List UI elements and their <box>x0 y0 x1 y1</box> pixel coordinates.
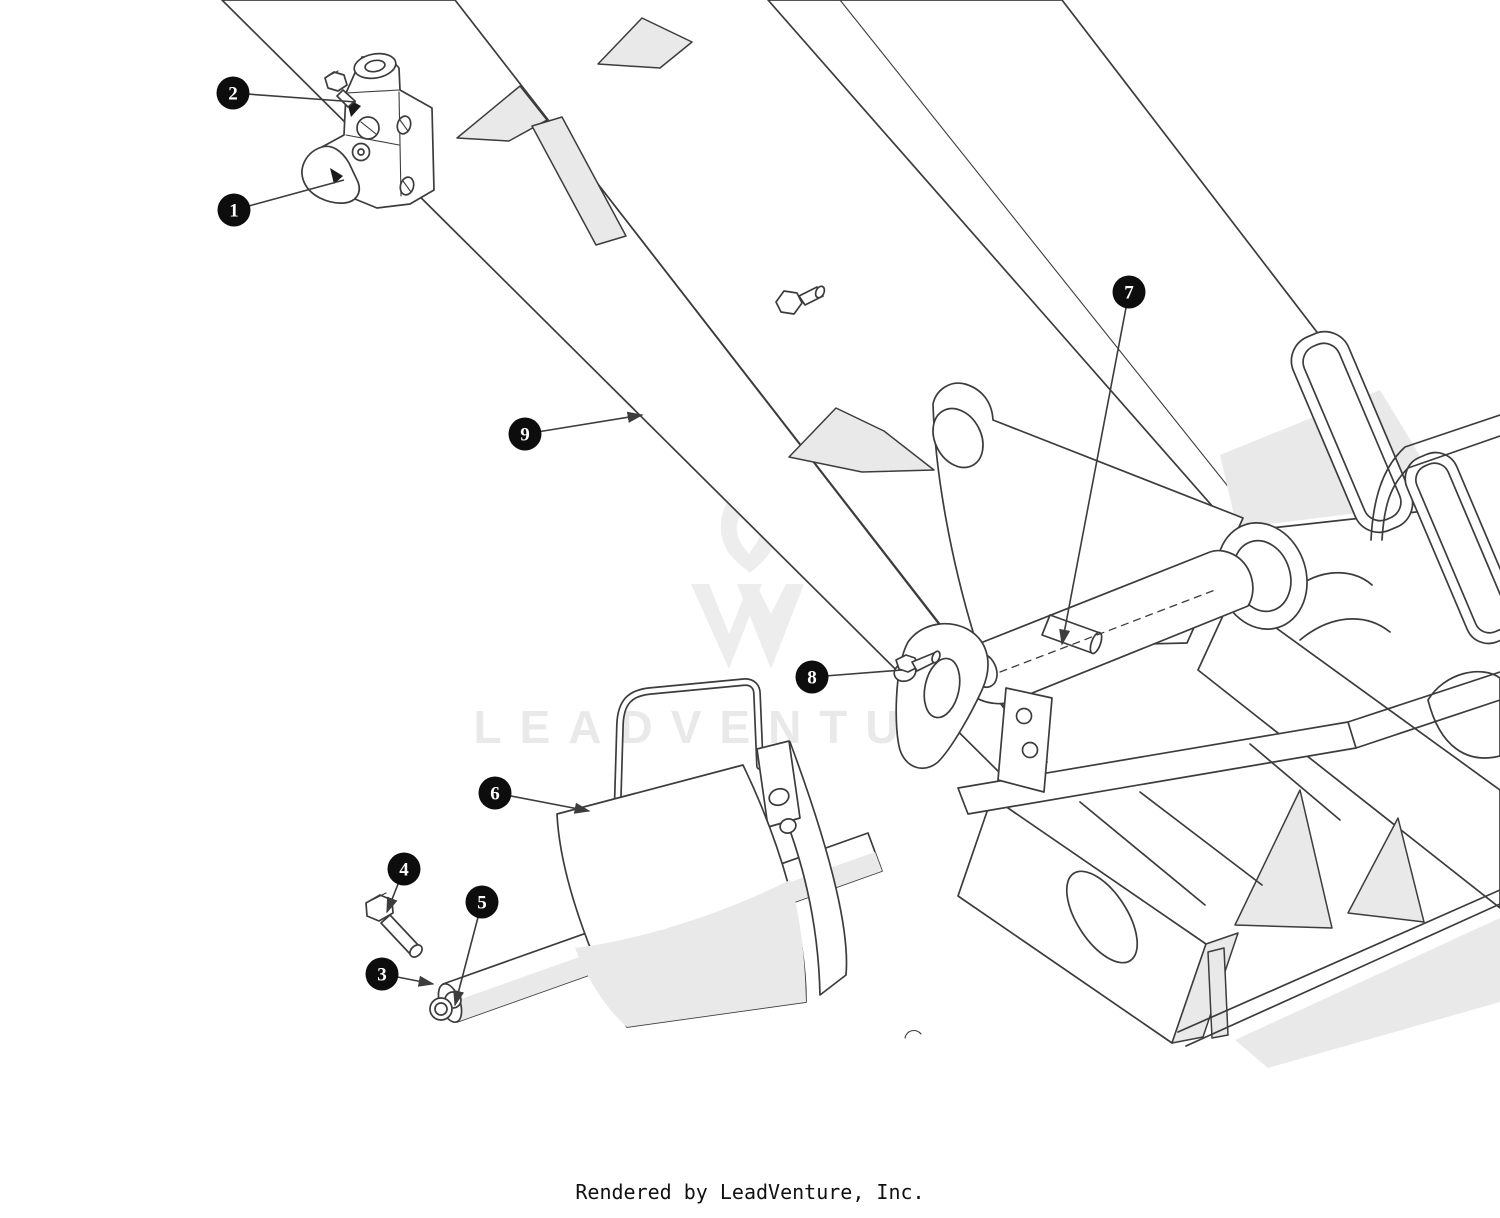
callout-number-7: 7 <box>1124 283 1134 304</box>
base-rail <box>1177 889 1500 1047</box>
saddle-bracket <box>1427 670 1500 759</box>
front-boss-slot <box>360 121 377 135</box>
bracket-face-lines <box>345 89 402 197</box>
v-mark-icon-right <box>737 584 804 669</box>
callout-number-9: 9 <box>520 425 530 446</box>
holes-plate <box>997 687 1053 793</box>
callout-leader-7 <box>1059 291 1130 646</box>
mount-strap <box>756 740 801 828</box>
jaw-pin <box>351 142 371 162</box>
gusset-plate <box>1234 789 1333 929</box>
handle-loop-inner <box>1302 342 1402 522</box>
callout-number-6: 6 <box>490 784 500 805</box>
frame-leg <box>1207 947 1229 1039</box>
flange-bolt-hex <box>434 1002 448 1016</box>
callout-circle-4 <box>387 852 421 886</box>
blade-fin <box>456 85 548 142</box>
curved-bracket-assembly <box>893 622 1053 793</box>
callout-leader-9 <box>524 411 644 435</box>
cross-channel <box>957 671 1500 906</box>
callout-circle-6 <box>478 776 512 810</box>
carriage-bolt <box>775 290 803 315</box>
v-mark-icon <box>691 584 762 669</box>
hex-bolt-2-head-line <box>327 70 339 77</box>
roller-assembly <box>365 678 883 1028</box>
callout-number-3: 3 <box>377 965 387 986</box>
callout-leader-5 <box>453 901 483 1007</box>
callout-number-1: 1 <box>229 201 239 222</box>
base-shade <box>1235 918 1500 1068</box>
gusset-plate <box>1347 817 1425 923</box>
callout-number-4: 4 <box>399 860 409 881</box>
side-boss-slot <box>399 119 409 132</box>
lower-frame-arm <box>1197 571 1500 909</box>
blade-fin <box>597 17 693 69</box>
plate-hole <box>1021 741 1039 759</box>
jaw-pin-bore <box>357 148 365 156</box>
brace-line <box>1079 743 1341 906</box>
u-rod <box>612 679 763 896</box>
carriage-bolt-end <box>814 285 826 299</box>
callout-layer: 1 2 3 4 5 6 7 8 9 <box>216 76 1146 1007</box>
pin-axis-centerline <box>999 589 1216 673</box>
base-box-frame <box>904 789 1500 1068</box>
callout-circle-8 <box>795 660 829 694</box>
callout-circle-2 <box>216 76 250 110</box>
callout-number-8: 8 <box>807 668 817 689</box>
blade-fin <box>788 407 935 473</box>
channel-extension <box>1347 671 1500 749</box>
boom-inner-line <box>839 0 1259 525</box>
callout-number-2: 2 <box>228 84 238 105</box>
callout-leader-1 <box>233 179 345 211</box>
latch-bracket-assembly <box>301 52 435 209</box>
pin-detail-arc <box>904 1030 922 1039</box>
callout-circle-7 <box>1112 275 1146 309</box>
pivot-arm-assembly <box>932 382 1308 705</box>
hex-bolt-head-line <box>371 892 387 901</box>
pivot-plate-hole <box>932 407 984 469</box>
hex-bolt-2-shank <box>336 89 356 108</box>
frame-handles <box>1290 330 1500 645</box>
handle-loop-inner <box>1415 462 1500 634</box>
callout-circle-9 <box>508 417 542 451</box>
callout-circle-5 <box>465 885 499 919</box>
blade-assembly <box>221 0 1048 787</box>
callout-leader-2 <box>232 92 357 103</box>
strap-bolt <box>779 818 797 834</box>
frame-rail <box>1370 414 1500 541</box>
blade-shade-stripe <box>531 116 627 246</box>
jaw-notch <box>330 168 343 184</box>
render-credit-caption: Rendered by LeadVenture, Inc. <box>575 1180 924 1204</box>
callout-circle-3 <box>365 957 399 991</box>
flange-bolt-8-end <box>931 650 941 664</box>
box-oval-hole <box>1065 870 1139 964</box>
side-boss-slot <box>402 180 412 193</box>
front-deflector-shade <box>575 880 806 1027</box>
hex-bolt-end <box>409 944 423 958</box>
callout-number-5: 5 <box>477 893 487 914</box>
strap-bolt <box>768 787 790 807</box>
plate-hole <box>1015 707 1033 725</box>
callout-circle-1 <box>217 193 251 227</box>
pivot-pin-end <box>1089 631 1103 655</box>
lower-arm-body <box>1197 595 1500 909</box>
teardrop-bracket-hole <box>923 657 961 719</box>
top-boss-bore <box>364 59 386 73</box>
latch-jaw <box>301 145 361 204</box>
hex-bolt-2-head <box>324 71 348 92</box>
